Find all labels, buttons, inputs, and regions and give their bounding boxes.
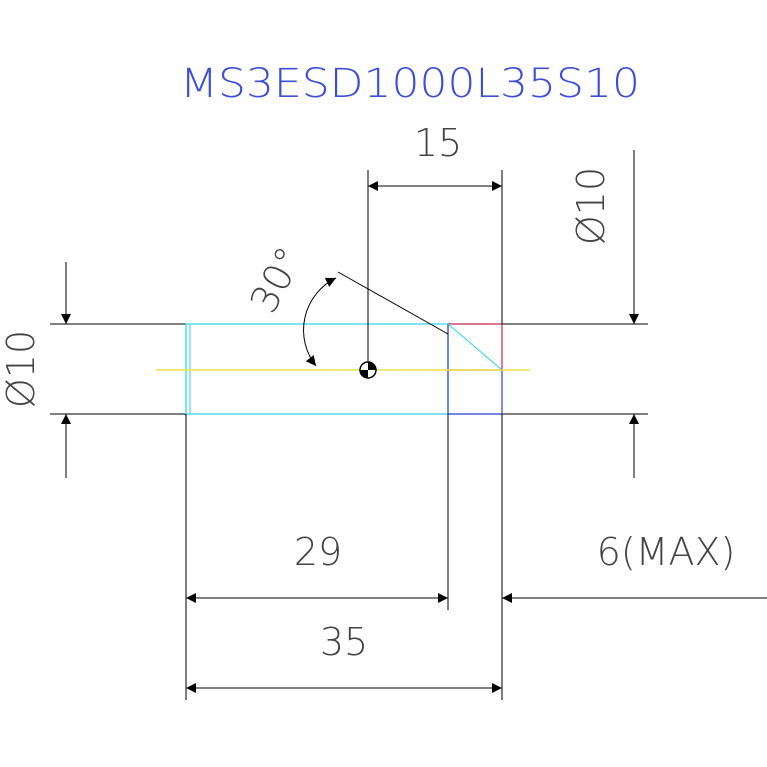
part-number-title: MS3ESD1000L35S10 bbox=[180, 61, 640, 107]
angle-label: 30° bbox=[241, 240, 311, 320]
angle-slant-line bbox=[337, 271, 449, 335]
dim-35-label: 35 bbox=[320, 620, 368, 664]
center-mark-quadrant-b bbox=[360, 370, 368, 378]
dim-6max-label: 6(MAX) bbox=[597, 530, 736, 574]
center-mark-quadrant-a bbox=[368, 362, 376, 370]
angle-arc bbox=[303, 277, 337, 367]
tip-diagonal bbox=[447, 323, 503, 371]
left-diameter-label: Ø10 bbox=[0, 330, 43, 408]
dim-29-label: 29 bbox=[294, 530, 342, 574]
top-15-label: 15 bbox=[414, 121, 462, 165]
right-diameter-label: Ø10 bbox=[569, 167, 613, 245]
shank-body bbox=[185, 323, 449, 415]
